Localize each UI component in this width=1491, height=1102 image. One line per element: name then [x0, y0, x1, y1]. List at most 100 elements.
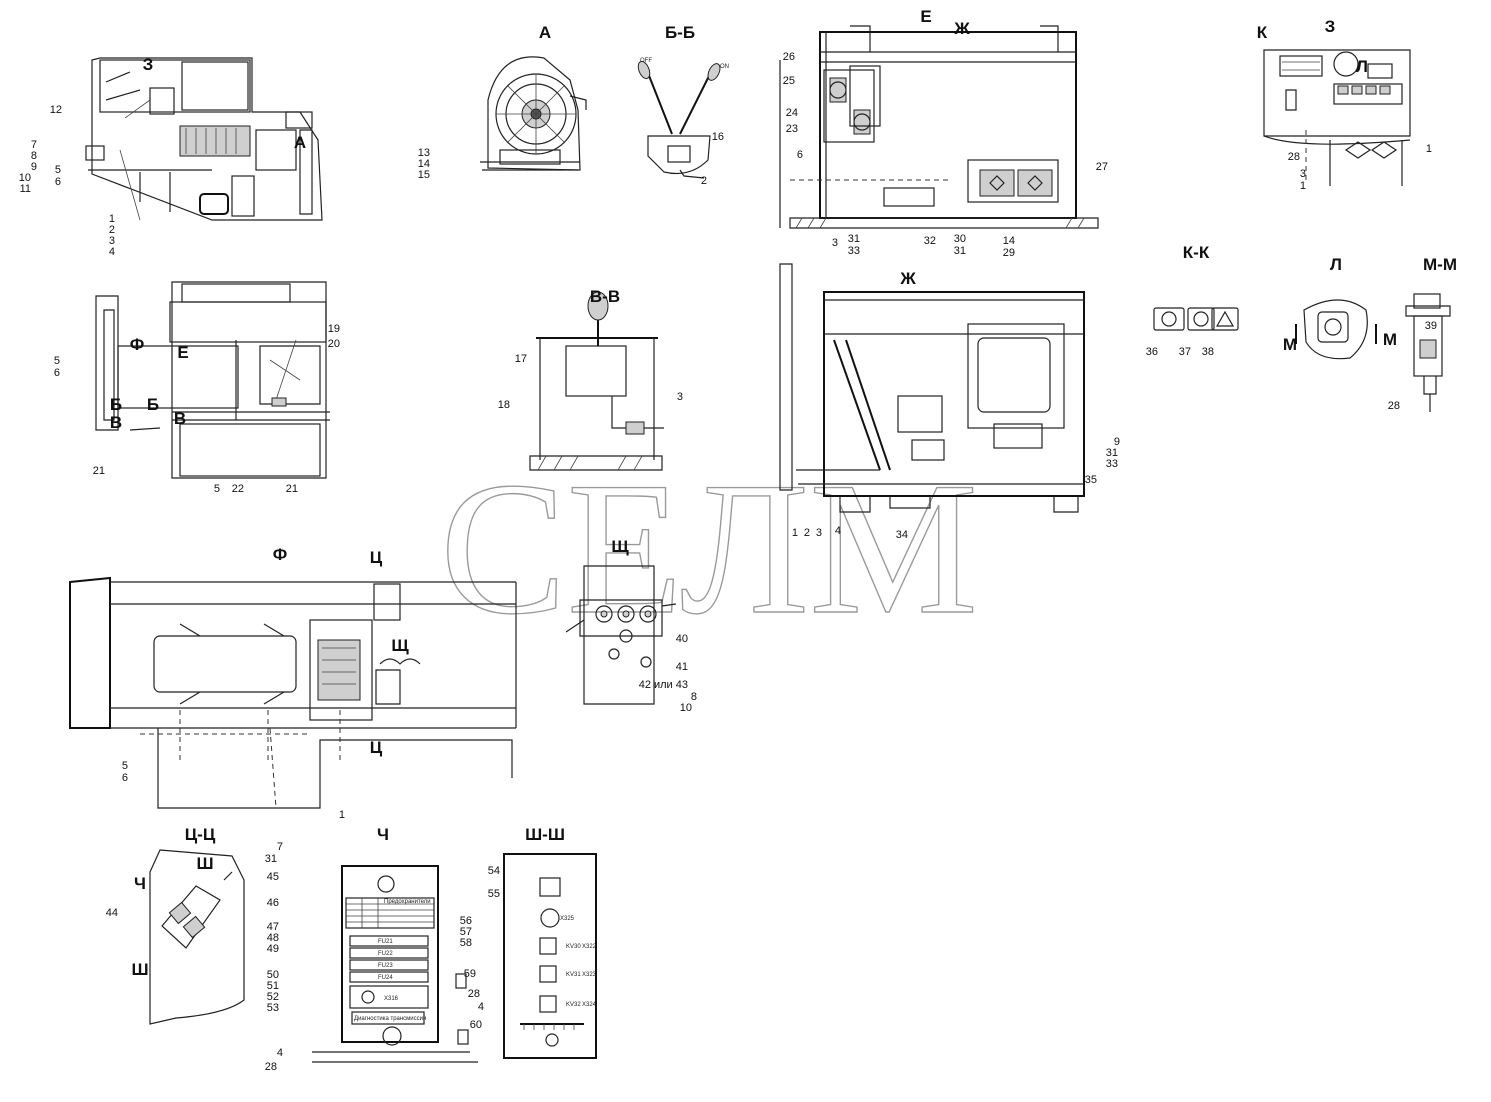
section-mark: Б — [110, 395, 122, 414]
fuse-diag: Диагностика трансмиссии — [354, 1016, 426, 1022]
part-callout: 21 — [93, 465, 105, 477]
view-title-bb: Б-Б — [665, 23, 695, 42]
part-callout: 21 — [286, 483, 298, 495]
section-mark: Е — [177, 343, 188, 362]
part-callout: 2 — [109, 224, 115, 236]
part-callout: 54 — [488, 865, 500, 877]
view-vv-lever — [529, 291, 664, 471]
part-callout: 6 — [54, 367, 60, 379]
view-title-f: Ф — [273, 545, 288, 564]
view-ch-fusebox: Предохранители FU21 FU22 FU23 FU24 X316 … — [312, 865, 478, 1063]
part-callout: 12 — [50, 104, 62, 116]
fuse-header: Предохранители — [384, 899, 431, 905]
section-mark: Ч — [134, 874, 146, 893]
part-callout: 27 — [1096, 161, 1108, 173]
part-callout: 32 — [924, 235, 936, 247]
relay-x322: X322 — [582, 944, 597, 950]
part-callout: 16 — [712, 131, 724, 143]
part-callout: 5 — [54, 355, 60, 367]
view-title-ch: Ч — [377, 825, 389, 844]
part-callout: 17 — [515, 353, 527, 365]
part-callout: 14 — [1003, 235, 1015, 247]
view-l-button — [1295, 299, 1377, 360]
svg-text:OFF: OFF — [640, 58, 652, 64]
part-callout: 8 — [31, 150, 37, 162]
part-callout: 2 — [804, 527, 810, 539]
part-callout: 53 — [267, 1002, 279, 1014]
part-callout: 19 — [328, 323, 340, 335]
part-callout: 1 — [1426, 143, 1432, 155]
section-mark: Б — [147, 395, 159, 414]
part-callout: 7 — [277, 841, 283, 853]
part-callout: 9 — [31, 161, 37, 173]
svg-text:ON: ON — [720, 64, 729, 70]
part-callout: 28 — [1388, 400, 1400, 412]
section-mark: Ш — [196, 854, 213, 873]
fuse-fu21: FU21 — [378, 939, 393, 945]
part-callout: 46 — [267, 897, 279, 909]
part-callout: 6 — [797, 149, 803, 161]
section-mark: Ж — [953, 19, 970, 38]
relay-x323: X323 — [582, 972, 597, 978]
part-callout: 58 — [460, 937, 472, 949]
section-mark: М — [1383, 330, 1397, 349]
part-callout: 60 — [470, 1019, 482, 1031]
watermark: СЕЛМ — [440, 444, 978, 654]
part-callout: 26 — [783, 51, 795, 63]
part-callout: 4 — [109, 246, 115, 258]
part-callout: 28 — [265, 1061, 277, 1073]
view-mm-switch — [1405, 293, 1451, 412]
part-callout: 4 — [478, 1001, 484, 1013]
part-callout: 1 — [792, 527, 798, 539]
part-callout: 4 — [835, 525, 841, 537]
view-title-z: З — [1325, 17, 1336, 36]
view-shsh-relays: X325 KV30 KV31 KV32 X322 X323 X324 — [503, 853, 597, 1059]
fuse-fu23: FU23 — [378, 963, 393, 969]
part-callout: 31 — [265, 853, 277, 865]
part-callout: 10 — [19, 172, 31, 184]
part-callout: 33 — [1106, 458, 1118, 470]
part-callout: 44 — [106, 907, 118, 919]
part-callout: 3 — [109, 235, 115, 247]
relay-x325: X325 — [560, 916, 575, 922]
view-e-box — [779, 25, 1099, 229]
view-title-l: Л — [1330, 255, 1342, 274]
part-callout: 3 — [677, 391, 683, 403]
part-callout: 25 — [783, 75, 795, 87]
view-a-generator — [480, 56, 587, 171]
part-callout: 28 — [1288, 151, 1300, 163]
part-callout: 39 — [1425, 320, 1437, 332]
part-callout: 5 — [122, 760, 128, 772]
part-callout: 52 — [267, 991, 279, 1003]
part-callout: 6 — [122, 772, 128, 784]
part-callout: 1 — [339, 809, 345, 821]
part-callout: 30 — [954, 233, 966, 245]
part-callout: 35 — [1085, 474, 1097, 486]
fuse-fu22: FU22 — [378, 951, 393, 957]
view-bb-switch: OFF ON — [637, 58, 729, 179]
view-title-shsh: Ш-Ш — [525, 825, 565, 844]
section-mark: В — [174, 409, 186, 428]
part-callout: 3 — [832, 237, 838, 249]
part-callout: 13 — [418, 147, 430, 159]
part-callout: 40 — [676, 633, 688, 645]
fuse-x316: X316 — [384, 996, 399, 1002]
part-callout: 1 — [1300, 180, 1306, 192]
view-title-vv: В-В — [590, 287, 620, 306]
section-mark: А — [294, 133, 306, 152]
section-mark: М — [1283, 335, 1297, 354]
part-callout: 56 — [460, 915, 472, 927]
section-mark: Ш — [131, 960, 148, 979]
part-callout: 5 — [214, 483, 220, 495]
part-callout: 45 — [267, 871, 279, 883]
view-title-shch: Щ — [611, 537, 629, 556]
part-callout: 28 — [468, 988, 480, 1000]
part-callout: 20 — [328, 338, 340, 350]
part-callout: 37 — [1179, 346, 1191, 358]
relay-kv32: KV32 — [566, 1002, 581, 1008]
section-mark: Л — [1356, 57, 1368, 76]
relay-kv31: KV31 — [566, 972, 581, 978]
part-callout: 42 или 43 — [639, 679, 688, 691]
